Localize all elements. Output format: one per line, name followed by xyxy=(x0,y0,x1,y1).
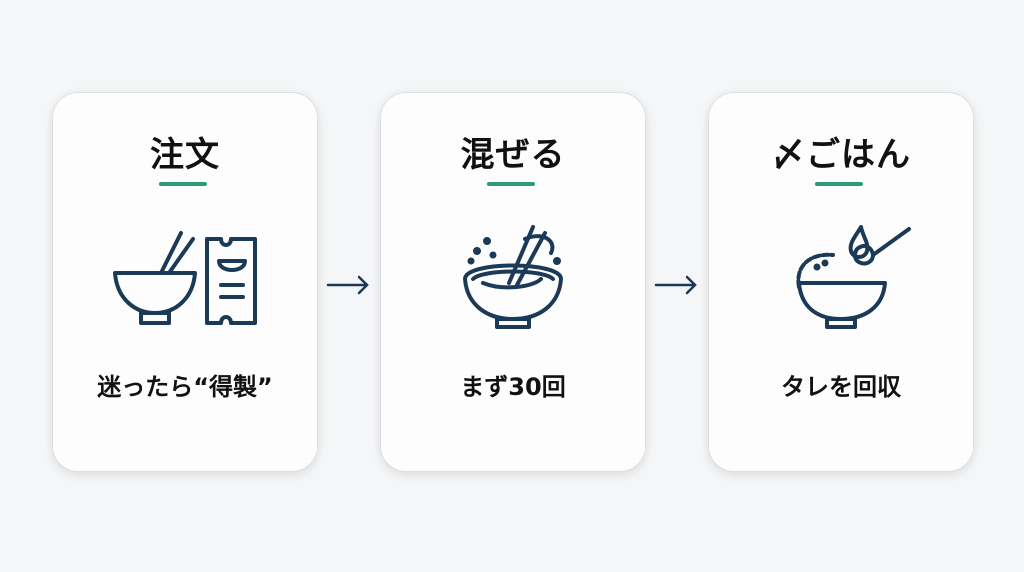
title-underline xyxy=(815,182,863,186)
step-card-order: 注文 迷ったら“得製” xyxy=(52,92,318,472)
step-card-mix: 混ぜる まず30回 xyxy=(380,92,646,472)
arrow-right-icon xyxy=(326,275,369,295)
step-caption: まず30回 xyxy=(460,373,566,401)
bowl-and-ticket-icon xyxy=(113,231,257,325)
step-title: 混ぜる xyxy=(460,135,566,175)
arrow-right-icon xyxy=(654,275,697,295)
step-title: 〆ごはん xyxy=(771,135,911,175)
title-underline xyxy=(159,182,207,186)
step-title: 注文 xyxy=(150,135,220,175)
step-caption: タレを回収 xyxy=(781,373,901,401)
step-caption: 迷ったら“得製” xyxy=(97,373,273,401)
mixing-bowl-chopsticks-icon xyxy=(463,225,563,329)
rice-bowl-spoon-icon xyxy=(796,225,911,329)
step-card-rice: 〆ごはん タレを回収 xyxy=(708,92,974,472)
title-underline xyxy=(487,182,535,186)
